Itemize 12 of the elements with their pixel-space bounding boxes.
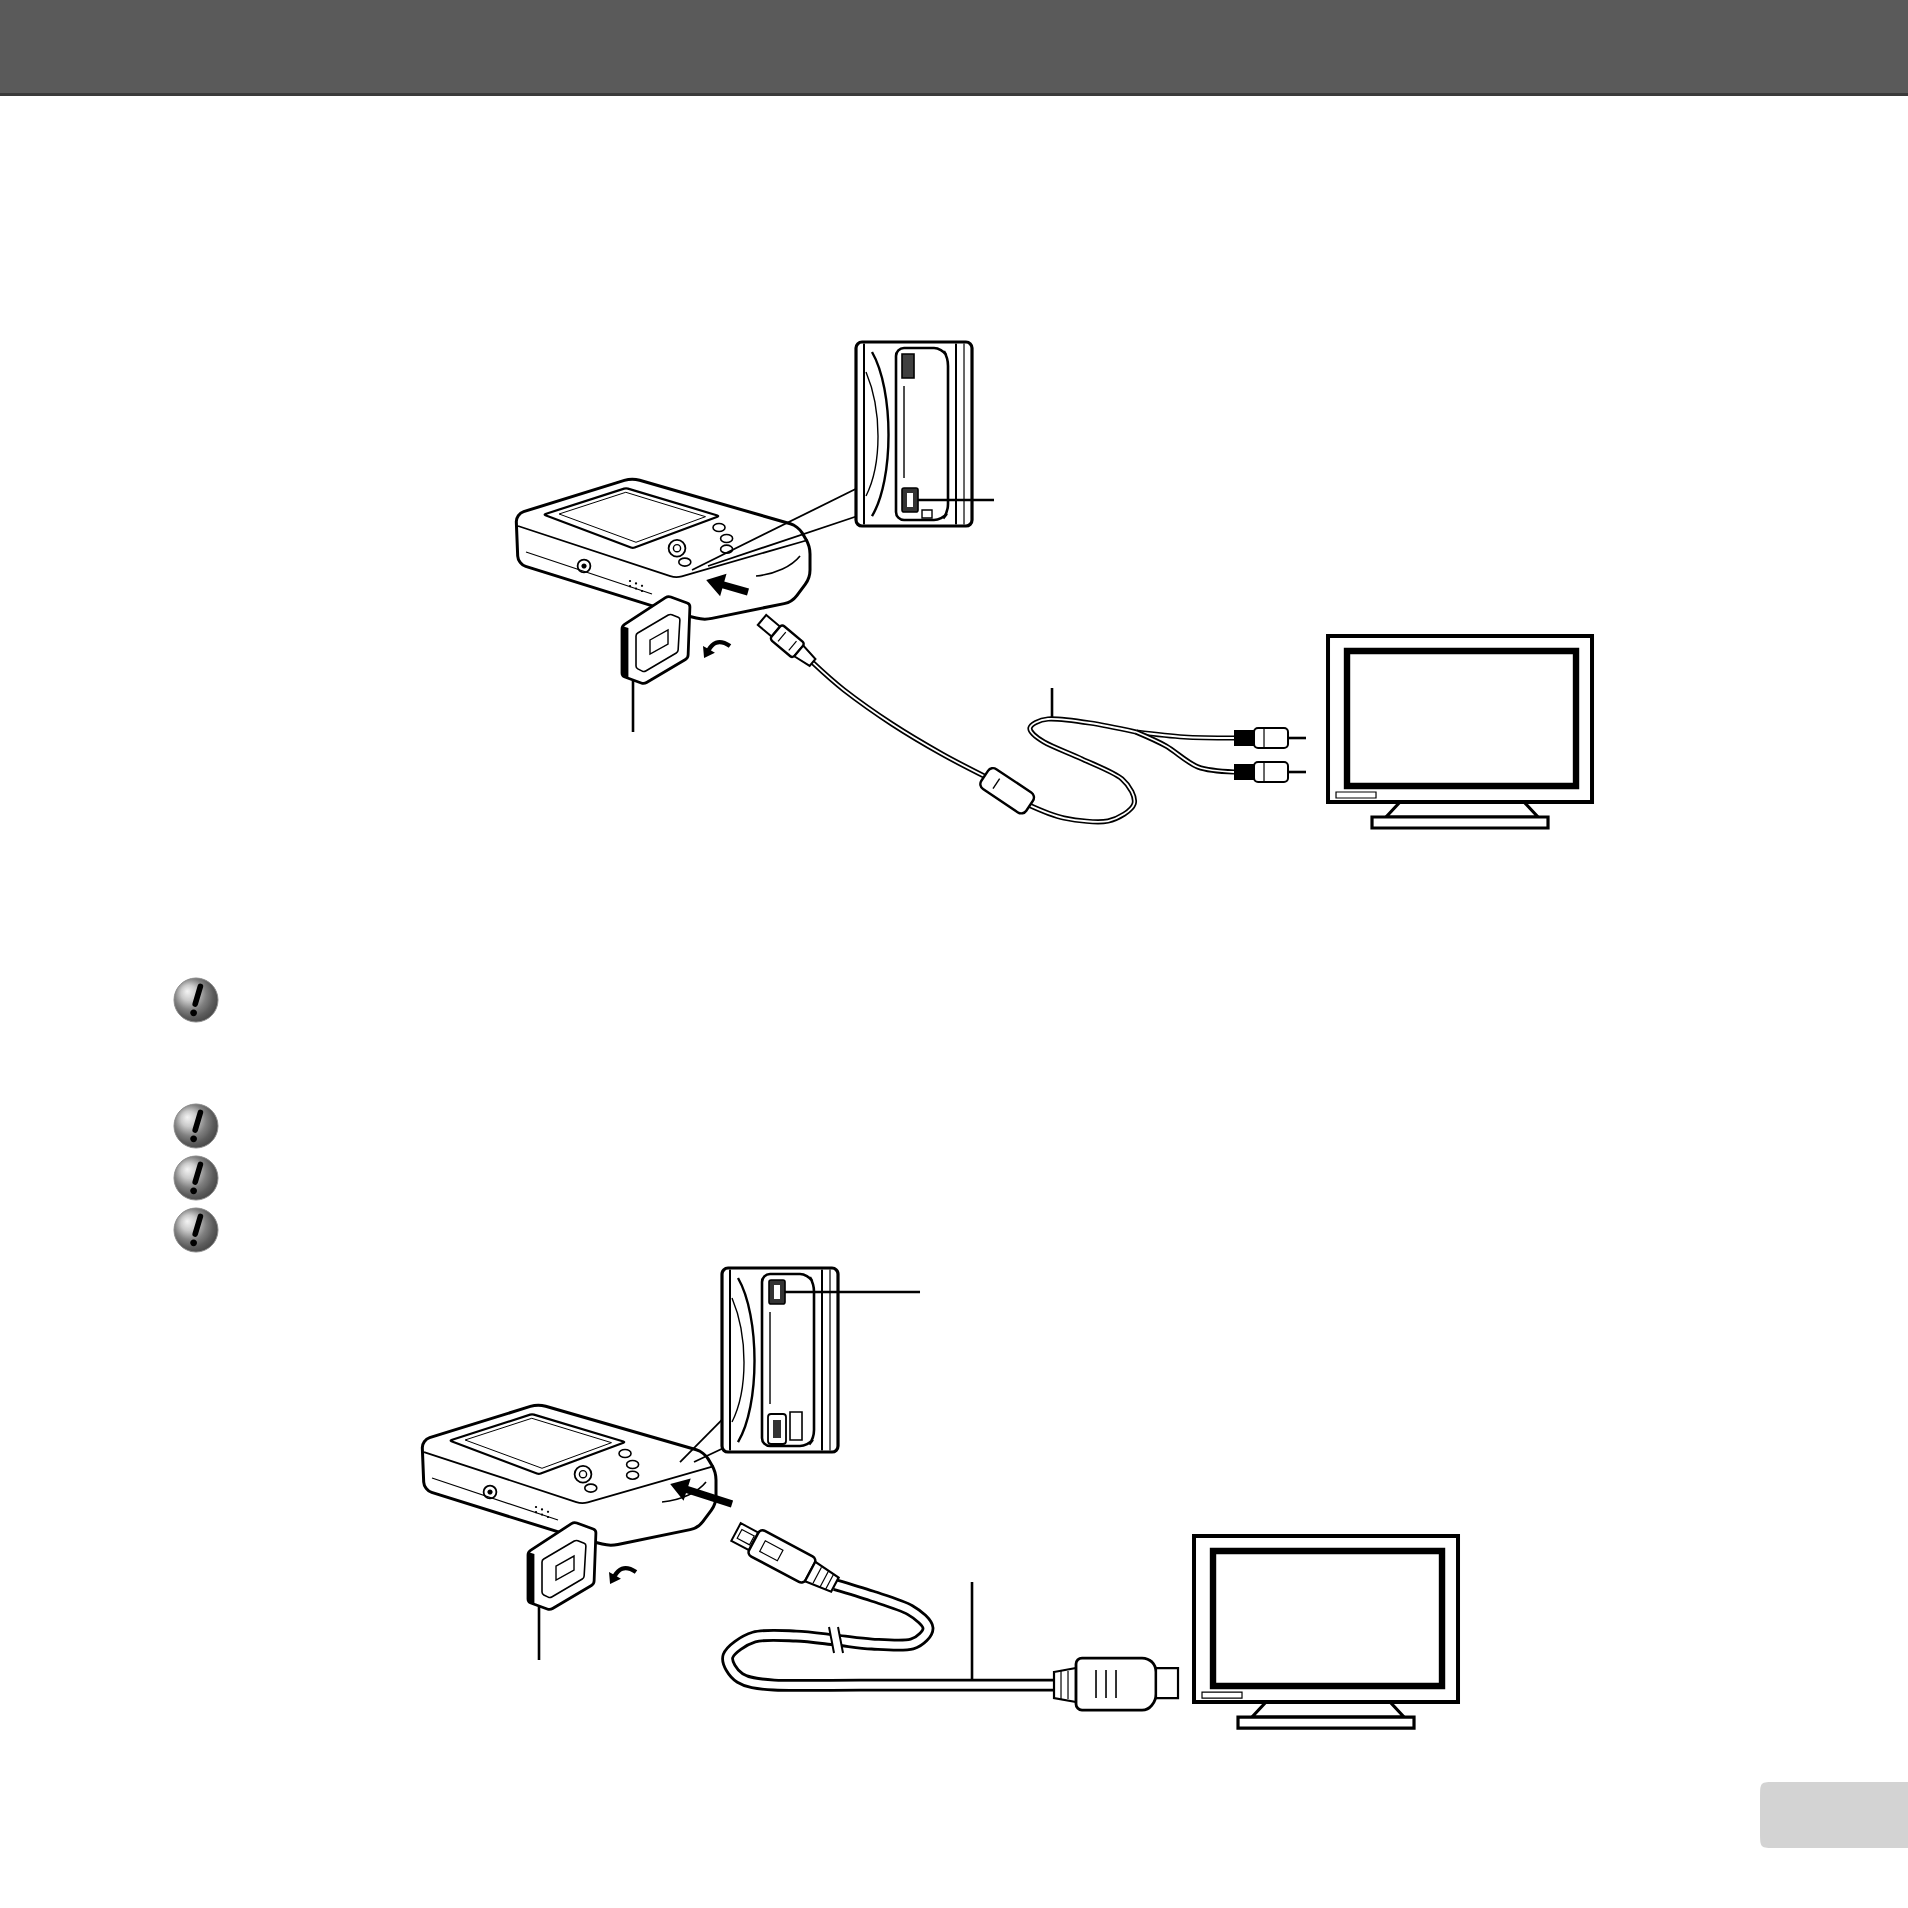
leader-line [631,681,635,732]
connector-cover [620,595,692,685]
leader-line [785,1290,920,1294]
connector-cover [526,1521,598,1611]
leader-line [970,1582,974,1679]
port [901,487,919,513]
leader-line [1050,688,1054,717]
detail-inset [720,1266,840,1454]
port [768,1279,786,1305]
leader-line [918,498,994,502]
detail-inset [854,340,974,528]
leader-line [537,1607,541,1661]
